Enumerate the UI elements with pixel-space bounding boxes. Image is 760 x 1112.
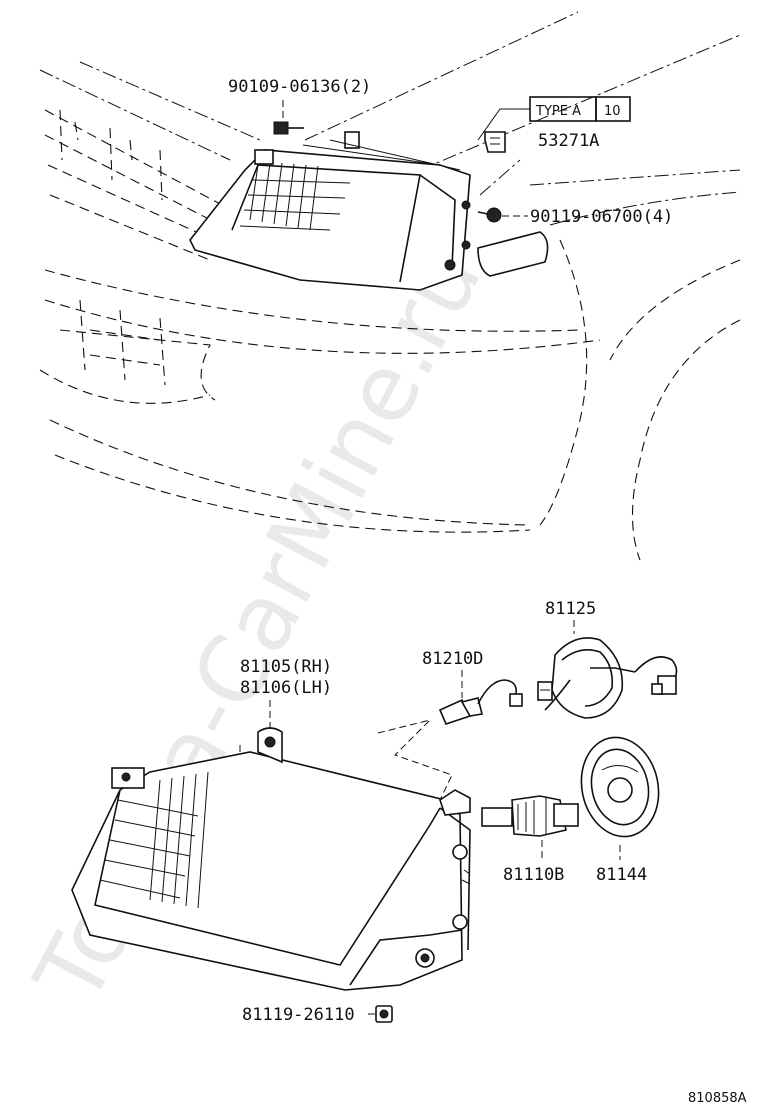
headlamp-installed bbox=[189, 131, 471, 291]
callout-headlamp-lh: 81106(LH) bbox=[240, 678, 332, 698]
nut-icon bbox=[368, 1005, 393, 1023]
type-box-label: TYPE A bbox=[535, 104, 581, 119]
callout-clip: 53271A bbox=[538, 131, 599, 151]
callout-screw-side: 90119-06700(4) bbox=[530, 207, 673, 227]
headlamp-assembly bbox=[71, 727, 471, 991]
callout-cover: 81144 bbox=[596, 865, 647, 885]
clip-icon bbox=[484, 131, 506, 153]
callout-nut-bottom: 81119-26110 bbox=[242, 1005, 355, 1025]
assembly-path bbox=[377, 719, 453, 801]
screw-icon bbox=[477, 207, 528, 223]
type-box: TYPE A 10 bbox=[477, 96, 631, 141]
type-box-value: 10 bbox=[604, 104, 621, 119]
bulb-main-icon bbox=[481, 795, 579, 860]
bulb-front-icon bbox=[438, 670, 523, 725]
figure-id: 810858A bbox=[688, 1091, 747, 1106]
callout-bolt-top: 90109-06136(2) bbox=[228, 77, 371, 97]
callout-headlamp-rh: 81105(RH) bbox=[240, 657, 332, 677]
callout-bulb-main: 81110B bbox=[503, 865, 564, 885]
bolt-icon bbox=[273, 100, 304, 135]
socket-assembly-icon bbox=[537, 620, 678, 719]
callout-socket-assy: 81125 bbox=[545, 599, 596, 619]
callout-bulb-front: 81210D bbox=[422, 649, 483, 669]
cover-icon bbox=[580, 736, 660, 860]
